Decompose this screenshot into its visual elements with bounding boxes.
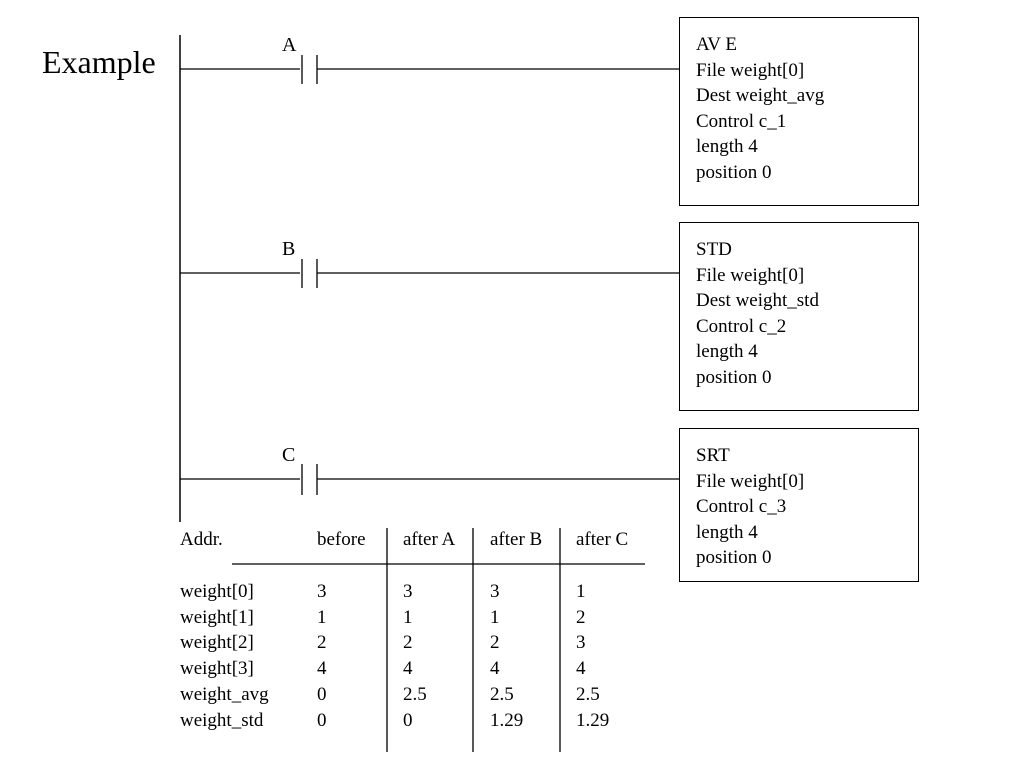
- table-cell: 1: [490, 607, 500, 628]
- block-line: File weight[0]: [696, 264, 805, 286]
- table-cell: 3: [317, 581, 327, 602]
- table-cell: 1.29: [576, 710, 610, 731]
- table-cell: 1: [403, 607, 413, 628]
- table-cell: 2.5: [403, 684, 427, 705]
- block-line: STD: [696, 239, 732, 260]
- table-cell-addr: weight[3]: [180, 658, 254, 679]
- table-cell: 1.29: [490, 710, 524, 731]
- block-line: Dest weight_std: [696, 290, 819, 311]
- table-header-addr: Addr.: [180, 529, 223, 550]
- block-line: length 4: [696, 341, 758, 362]
- table-cell: 4: [576, 658, 586, 679]
- table-cell-addr: weight_avg: [180, 684, 269, 705]
- contact-label-a: A: [282, 34, 297, 56]
- table-cell: 2: [317, 632, 327, 653]
- block-line: SRT: [696, 445, 730, 466]
- rung-c: [180, 464, 679, 495]
- function-block-ave: AV E File weight[0] Dest weight_avg Cont…: [679, 17, 919, 206]
- table-cell: 3: [403, 581, 413, 602]
- table-header-after-b: after B: [490, 529, 543, 550]
- block-line: Dest weight_avg: [696, 85, 825, 106]
- table-cell-addr: weight_std: [180, 710, 264, 731]
- block-line: File weight[0]: [696, 59, 805, 81]
- table-cell: 0: [317, 684, 327, 705]
- block-line: position 0: [696, 161, 772, 183]
- function-block-std: STD File weight[0] Dest weight_std Contr…: [679, 222, 919, 411]
- table-cell: 3: [490, 581, 500, 602]
- contact-label-b: B: [282, 238, 296, 260]
- table-cell: 2: [576, 607, 586, 628]
- table-cell-addr: weight[0]: [180, 581, 254, 602]
- table-cell: 4: [490, 658, 500, 679]
- table-cell: 1: [576, 581, 586, 602]
- contact-label-c: C: [282, 444, 296, 466]
- block-line: position 0: [696, 547, 772, 568]
- block-line: AV E: [696, 34, 738, 55]
- block-line: position 0: [696, 366, 772, 388]
- table-cell: 4: [317, 658, 327, 679]
- table-cell: 2: [490, 632, 500, 653]
- example-title: Example: [42, 44, 156, 80]
- table-header-before: before: [317, 529, 366, 550]
- rung-a: [180, 55, 679, 84]
- block-line: length 4: [696, 136, 758, 157]
- table-header-after-c: after C: [576, 529, 629, 550]
- block-line: Control c_2: [696, 315, 787, 337]
- table-cell: 0: [317, 710, 327, 731]
- table-cell: 1: [317, 607, 327, 628]
- table-cell: 2.5: [490, 684, 514, 705]
- table-cell: 2: [403, 632, 413, 653]
- block-line: Control c_1: [696, 110, 787, 132]
- block-line: File weight[0]: [696, 470, 805, 492]
- table-cell-addr: weight[1]: [180, 607, 254, 628]
- function-block-srt: SRT File weight[0] Control c_3 length 4 …: [679, 428, 919, 582]
- block-line: length 4: [696, 521, 758, 543]
- block-line: Control c_3: [696, 496, 787, 517]
- table-cell: 3: [576, 632, 586, 653]
- table-cell-addr: weight[2]: [180, 632, 254, 653]
- table-cell: 2.5: [576, 684, 600, 705]
- table-header-after-a: after A: [403, 529, 456, 550]
- table-cell: 4: [403, 658, 413, 679]
- table-cell: 0: [403, 710, 413, 731]
- rung-b: [180, 259, 679, 288]
